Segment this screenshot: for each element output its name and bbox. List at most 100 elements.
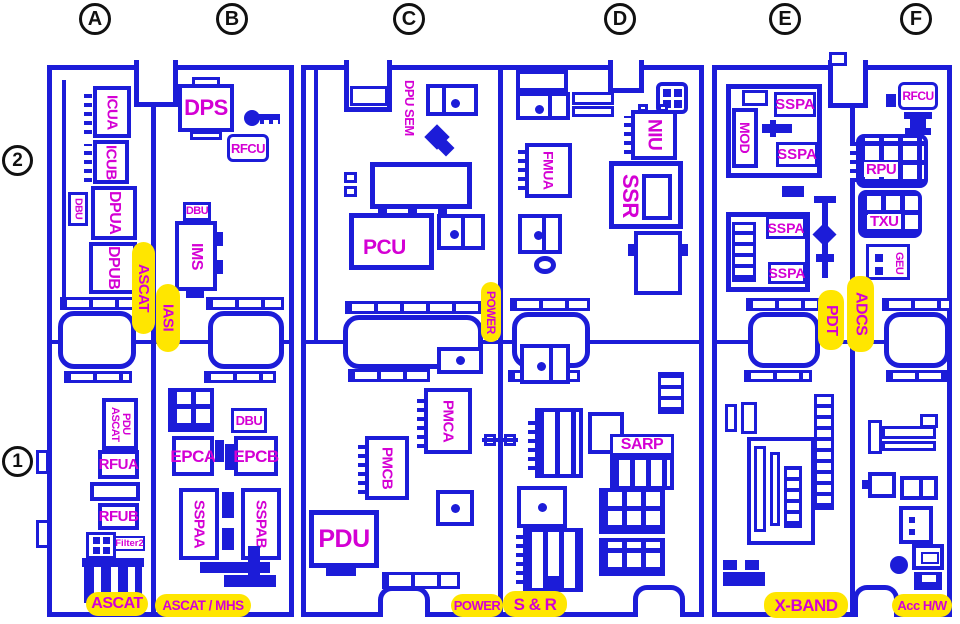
sarp-radiator	[610, 456, 674, 490]
bracket-in-notch-c	[350, 86, 388, 106]
mid-divider-cd	[306, 340, 699, 344]
unit-box-rfub: RFUB	[98, 503, 139, 530]
sspa-link-2	[222, 528, 234, 550]
hold-down-rail-f	[882, 298, 952, 311]
zone-label-adcs: ADCS	[847, 276, 874, 352]
zone-label-acc-hw: Acc H/W	[892, 594, 952, 617]
ssr-battery	[634, 231, 682, 295]
unit-box-dpub: DPUB	[89, 242, 137, 294]
latch-d-mid	[520, 344, 570, 384]
stiffener-a	[62, 80, 66, 298]
e-tray-ladder	[732, 222, 756, 282]
f-small-box-1-nub	[862, 480, 869, 489]
column-label-d: D	[604, 3, 636, 35]
epc-link-2	[225, 444, 234, 470]
hold-down-rail-f2	[886, 370, 948, 382]
unit-label-dpu-sem: DPU SEM	[402, 80, 417, 136]
zone-label-power-side: POWER	[481, 282, 501, 342]
unit-label-rfua: RFUA	[98, 456, 139, 473]
hold-down-wheel-f	[884, 312, 950, 368]
ssr-battery-nub-2	[681, 244, 688, 256]
feed-horn-top	[904, 112, 932, 119]
pmcb-teeth	[358, 444, 366, 494]
unit-box-sspa-e1: SSPA	[774, 92, 816, 117]
hinge-d	[658, 372, 684, 414]
hold-down-rail-b2	[204, 371, 276, 383]
unit-box-geu: GEU	[866, 244, 910, 280]
unit-label-icub: ICUB	[102, 144, 120, 180]
unit-label-pdu: PDU	[318, 524, 370, 553]
unit-label-epcb: EPCB	[233, 446, 279, 466]
unit-box-icua: ICUA	[93, 86, 131, 138]
e-foot-2	[745, 560, 759, 570]
e-tray-sub	[742, 90, 768, 106]
waveguide-rail-a	[82, 558, 144, 567]
unit-label-geu: GEU	[893, 252, 905, 275]
card-frame-d-1	[535, 408, 583, 478]
e-isolator-2	[782, 186, 804, 197]
card-teeth-d	[528, 416, 536, 470]
unit-box-dpua: DPUA	[91, 186, 137, 240]
unit-box-ascat-pdu: ASCAT PDU	[102, 398, 138, 450]
unit-label-sspa-e3: SSPA	[767, 219, 805, 236]
mast-e	[814, 394, 834, 510]
divider-e-f	[850, 103, 855, 612]
rfcu-f-nub	[886, 94, 896, 107]
unit-box-sspa-e2: SSPA	[776, 142, 818, 167]
link-cd-bar	[482, 438, 518, 442]
zone-label-sr: S & R	[503, 591, 567, 617]
connector-teeth-icua	[84, 90, 92, 134]
zone-label-ascat-bottom: ASCAT	[86, 592, 148, 616]
battery-foot-2	[408, 209, 417, 216]
battery-box-c	[370, 162, 472, 209]
ims-pad-1	[217, 232, 223, 246]
waveguide-b-3	[248, 546, 260, 576]
notch-ab-top	[134, 60, 178, 107]
column-label-e: E	[769, 3, 801, 35]
unit-label-ims: IMS	[188, 242, 205, 270]
dpu-sem-box	[426, 84, 478, 116]
pcu-connector-2	[344, 186, 357, 197]
filter-unit	[86, 532, 116, 559]
unit-box-sarp: SARP	[610, 434, 674, 456]
waveguide-b-1	[200, 562, 270, 573]
unit-label-dbu-a: DBU	[72, 198, 85, 220]
gyro-d	[534, 256, 556, 274]
feed-horn-base	[905, 128, 931, 135]
dps-tab-bottom	[190, 131, 222, 140]
connector-teeth-icub	[84, 144, 92, 182]
unit-box-dbu-b-top: DBU	[183, 202, 211, 221]
unit-label-sspa-e4: SSPA	[768, 265, 806, 281]
unit-label-niu: NIU	[643, 119, 665, 151]
unit-box-ssr: SSR	[609, 161, 683, 229]
column-label-b: B	[216, 3, 248, 35]
zone-label-pdt: PDT	[818, 290, 844, 350]
unit-label-rfcu-b: RFCU	[230, 140, 266, 156]
unit-box-rfcu-b: RFCU	[227, 134, 269, 162]
unit-box-pmcb: PMCB	[365, 436, 409, 500]
f-monitor-box	[912, 544, 944, 570]
hold-down-rail-a2	[64, 371, 132, 383]
f-small-box-2	[900, 476, 938, 500]
unit-box-rfua: RFUA	[98, 450, 139, 479]
unit-label-ascat-pdu-2: PDU	[120, 413, 132, 435]
unit-label-sspa-e2: SSPA	[777, 146, 817, 163]
unit-label-sspab: SSPAB	[252, 499, 270, 549]
unit-box-sspa-e4: SSPA	[768, 262, 806, 284]
card-frame-b	[168, 388, 214, 432]
stiffener-c	[314, 70, 318, 340]
hold-down-rail-c2	[348, 369, 430, 382]
unit-box-epcb: EPCB	[233, 436, 279, 476]
hold-down-rail-a	[60, 297, 136, 310]
niu-teeth	[624, 116, 632, 154]
d-top-bar-1	[572, 92, 614, 105]
unit-box-filter2: Filter2	[114, 536, 145, 551]
e-b-conn-2	[741, 402, 757, 434]
unit-box-niu: NIU	[631, 110, 677, 160]
e-isolator-1	[762, 124, 792, 133]
key-teeth-icon	[260, 120, 280, 124]
grid-d-1	[599, 488, 665, 534]
unit-box-ims: IMS	[175, 221, 217, 291]
latch-d-top	[518, 214, 562, 254]
